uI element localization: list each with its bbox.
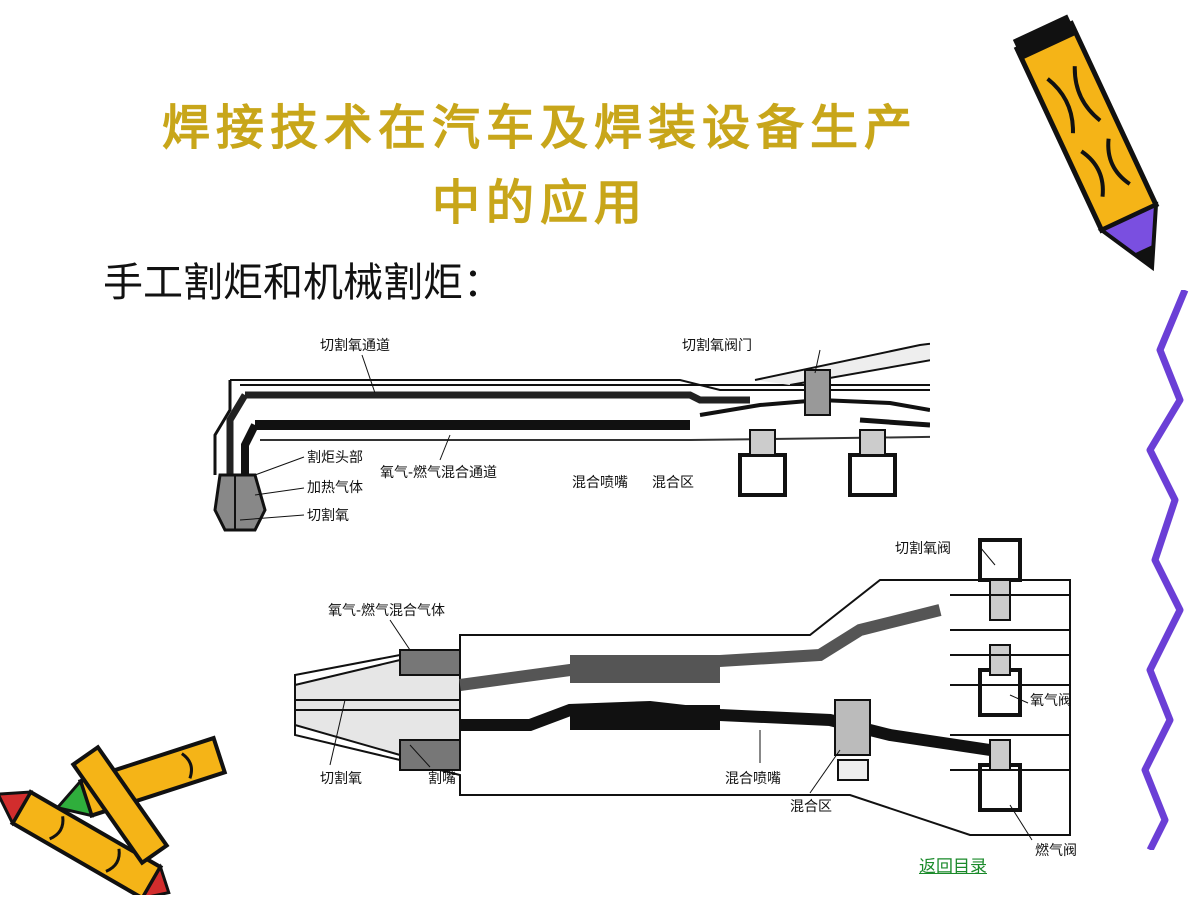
machine-torch-diagram: 切割氧阀 氧气-燃气混合气体 氧气阀 切割氧 割嘴 混合喷嘴 混合区 燃气阀 xyxy=(294,538,1077,859)
label-cutting-nozzle: 割嘴 xyxy=(428,770,456,787)
label-mix-zone-bottom: 混合区 xyxy=(790,799,832,815)
label-cut-oxygen-channel: 切割氧通道 xyxy=(320,337,390,354)
label-cut-oxygen-bottom: 切割氧 xyxy=(320,770,362,787)
label-cut-oxygen-valve: 切割氧阀 xyxy=(895,540,951,557)
back-to-contents-link[interactable]: 返回目录 xyxy=(919,857,987,877)
slide-title-line-2: 中的应用 xyxy=(431,175,648,231)
slide-subtitle: 手工割炬和机械割炬： xyxy=(103,260,503,306)
label-mix-gas: 氧气-燃气混合气体 xyxy=(328,602,445,619)
label-oxygen-valve: 氧气阀 xyxy=(1030,693,1072,709)
label-mix-nozzle-top: 混合喷嘴 xyxy=(572,475,628,491)
wavy-line-decoration xyxy=(1141,290,1189,850)
label-heating-gas: 加热气体 xyxy=(307,480,363,496)
slide-title-line-1: 焊接技术在汽车及焊装设备生产 xyxy=(161,100,918,156)
label-fuel-valve: 燃气阀 xyxy=(1035,842,1077,859)
pencil-icon xyxy=(1012,14,1160,272)
label-cut-oxygen-valve-door: 切割氧阀门 xyxy=(682,337,752,354)
label-cut-oxygen-top: 切割氧 xyxy=(307,507,349,524)
label-mix-nozzle-bottom: 混合喷嘴 xyxy=(725,771,781,787)
label-torch-head: 割炬头部 xyxy=(307,449,363,466)
label-mix-channel: 氧气-燃气混合通道 xyxy=(380,464,497,481)
label-mix-zone-top: 混合区 xyxy=(652,475,694,491)
manual-torch-diagram: 切割氧通道 切割氧阀门 割炬头部 加热气体 切割氧 氧气-燃气混合通道 混合喷嘴… xyxy=(213,337,930,532)
crayons-icon xyxy=(0,735,228,895)
